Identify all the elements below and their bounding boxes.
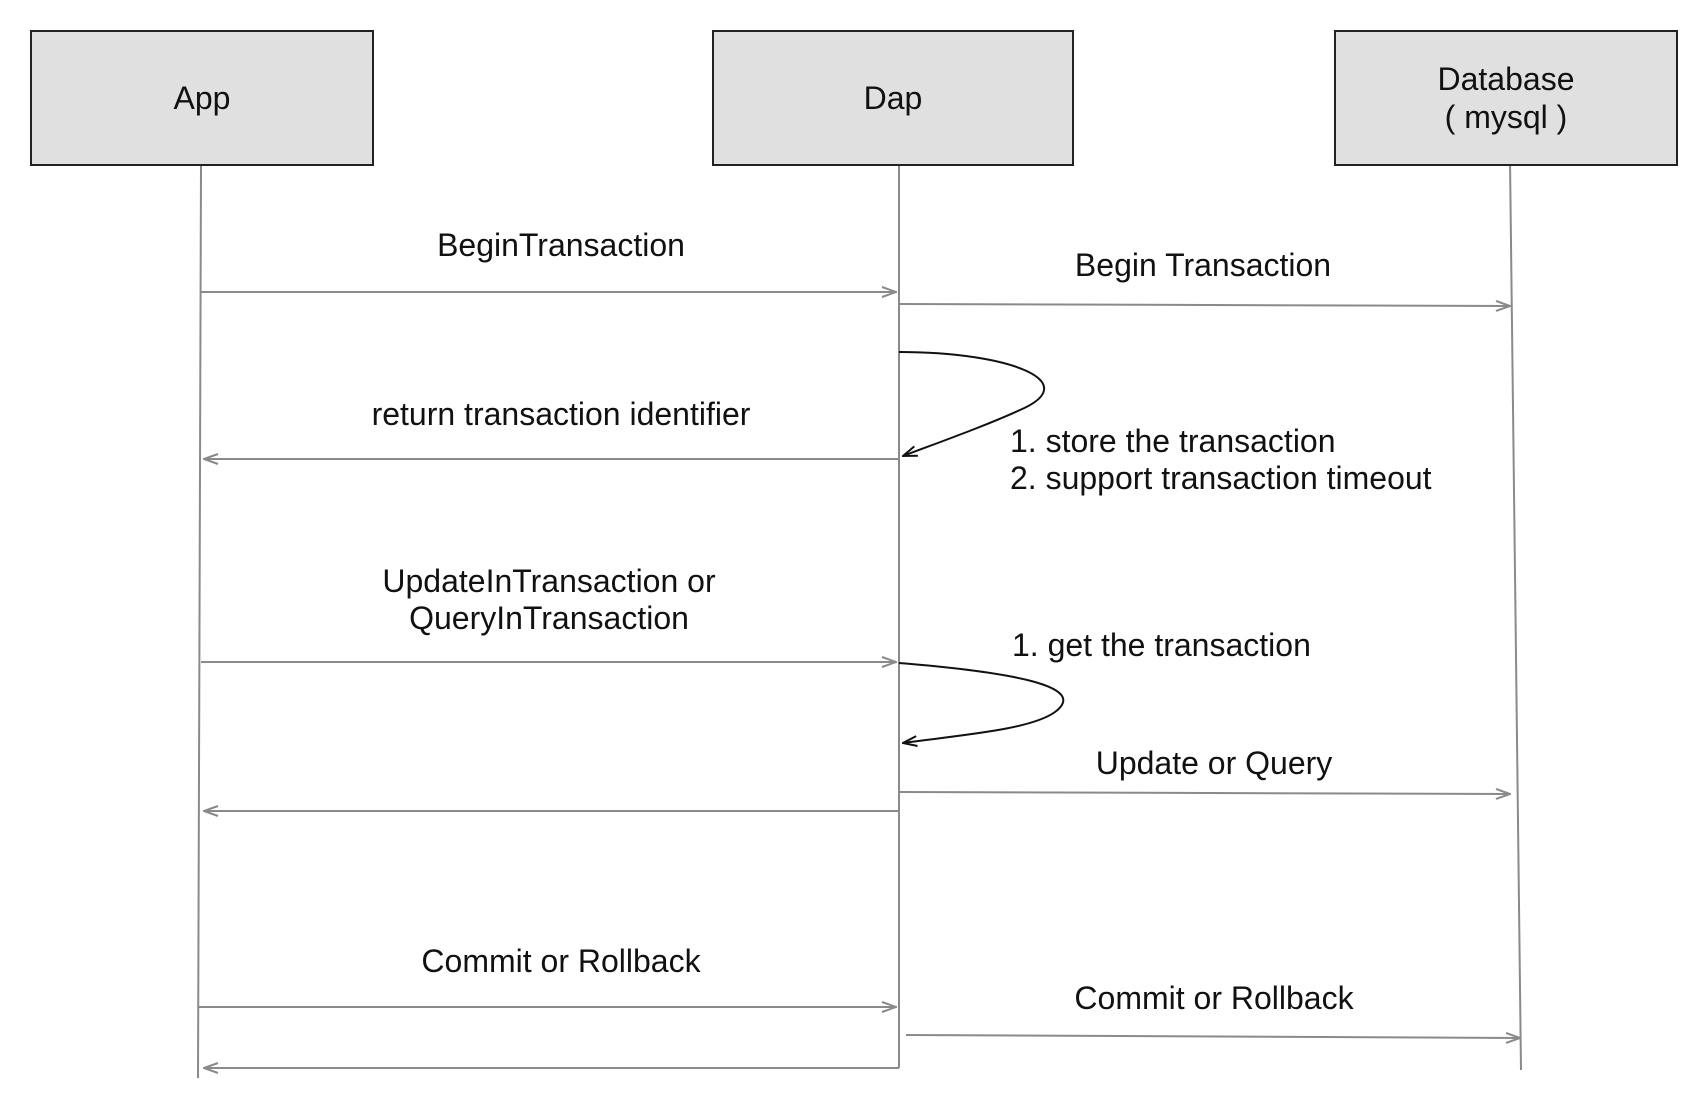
update-query-in-tx-label-line1: UpdateInTransaction or [382, 563, 716, 599]
update-or-query-arrow [898, 792, 1510, 794]
commit-rollback-db-label: Commit or Rollback [1074, 980, 1354, 1016]
database-sublabel: ( mysql ) [1445, 99, 1568, 135]
app-label: App [174, 80, 231, 116]
database-label: Database [1438, 61, 1575, 97]
get-transaction-loop [898, 662, 1065, 743]
update-or-query-label: Update or Query [1096, 745, 1333, 781]
return-identifier-label: return transaction identifier [372, 396, 751, 432]
app-participant: App [30, 30, 374, 166]
database-participant: Database ( mysql ) [1334, 30, 1678, 166]
begin-transaction-label: BeginTransaction [437, 227, 685, 263]
store-transaction-loop [898, 351, 1045, 456]
commit-rollback-db-arrow [905, 1035, 1520, 1038]
app-lifeline [197, 165, 202, 1079]
store-note-line2: 2. support transaction timeout [1010, 460, 1432, 496]
store-note-line1: 1. store the transaction [1010, 423, 1336, 459]
update-query-in-tx-label-line2: QueryInTransaction [409, 600, 689, 636]
dap-label: Dap [864, 80, 923, 116]
get-transaction-note: 1. get the transaction [1012, 627, 1311, 663]
commit-rollback-label: Commit or Rollback [421, 943, 701, 979]
begin-transaction-db-label: Begin Transaction [1075, 247, 1331, 283]
dap-participant: Dap [712, 30, 1074, 166]
database-lifeline [1509, 159, 1522, 1071]
begin-transaction-db-arrow [898, 304, 1510, 306]
